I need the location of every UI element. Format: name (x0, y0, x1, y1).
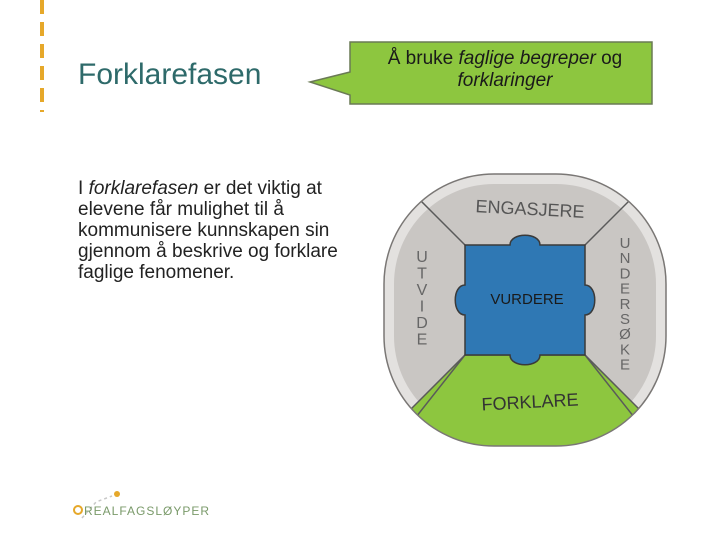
side-label-letter: T (417, 266, 427, 283)
side-label-letter: E (620, 281, 630, 298)
accent-dash-bar (40, 0, 44, 112)
side-label-letter: E (417, 332, 428, 349)
side-label-letter: K (620, 341, 630, 358)
logo-text: REALFAGSLØYPER (84, 504, 211, 518)
side-label-letter: E (620, 357, 630, 374)
side-label-letter: N (620, 250, 631, 267)
side-label-letter: S (620, 311, 630, 328)
label-vurdere: VURDERE (490, 291, 563, 308)
callout-italic-1: faglige begreper (458, 48, 596, 69)
callout-text: Å bruke faglige begreper og forklaringer (360, 48, 650, 92)
callout-italic-2: forklaringer (457, 70, 553, 91)
center-puzzle-piece (454, 234, 596, 366)
body-suffix: er det viktig at elevene får mulighet ti… (78, 178, 338, 283)
side-label-letter: U (620, 235, 631, 252)
callout-prefix: Å bruke (387, 48, 459, 69)
side-label-letter: V (417, 282, 428, 299)
side-label-letter: R (620, 296, 631, 313)
side-label-letter: U (416, 249, 428, 266)
body-italic-term: forklarefasen (88, 178, 199, 199)
side-label-letter: D (620, 265, 631, 282)
logo-dot-icon (114, 491, 120, 497)
logo-path-icon (81, 495, 113, 519)
side-label-letter: I (420, 299, 424, 316)
slide-body-text: I forklarefasen er det viktig at elevene… (78, 178, 368, 283)
side-label-letter: Ø (619, 326, 631, 343)
slide-title: Forklarefasen (78, 58, 262, 91)
body-prefix: I (78, 178, 89, 199)
side-label-letter: D (416, 315, 428, 332)
callout-middle: og (595, 48, 623, 69)
logo-gear-icon (73, 505, 83, 515)
realfagsloyper-logo (73, 491, 120, 519)
diagram-outline (383, 173, 667, 447)
